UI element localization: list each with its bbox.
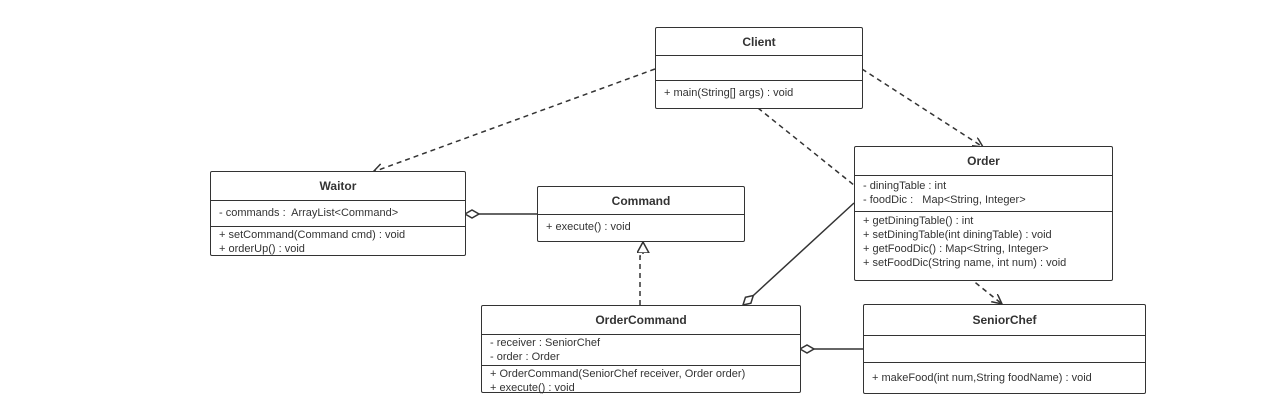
- operation-execute: + execute() : void: [490, 382, 575, 394]
- operations-section: + makeFood(int num,String foodName) : vo…: [864, 362, 1145, 393]
- attributes-section: - commands : ArrayList<Command>: [211, 201, 465, 226]
- operation-set-food-dic: + setFoodDic(String name, int num) : voi…: [863, 257, 1067, 269]
- operation-make-food: + makeFood(int num,String foodName) : vo…: [872, 372, 1092, 384]
- attributes-section: [656, 56, 862, 80]
- operations-section: + OrderCommand(SeniorChef receiver, Orde…: [482, 365, 800, 396]
- operation-get-dining-table: + getDiningTable() : int: [863, 215, 974, 227]
- class-waitor[interactable]: Waitor - commands : ArrayList<Command> +…: [210, 171, 466, 256]
- class-name: Waitor: [211, 172, 465, 201]
- operation-main: + main(String[] args) : void: [664, 87, 794, 99]
- class-command[interactable]: Command + execute() : void: [537, 186, 745, 242]
- class-name: OrderCommand: [482, 306, 800, 335]
- operation-set-command: + setCommand(Command cmd) : void: [219, 229, 406, 241]
- realization-ordercommand-command: [640, 242, 643, 305]
- class-name: Client: [656, 28, 862, 56]
- attribute-receiver: - receiver : SeniorChef: [490, 337, 601, 349]
- attribute-food-dic: - foodDic : Map<String, Integer>: [863, 194, 1026, 206]
- dependency-client-order: [861, 68, 983, 147]
- class-ordercommand[interactable]: OrderCommand - receiver : SeniorChef - o…: [481, 305, 801, 396]
- class-seniorchef[interactable]: SeniorChef + makeFood(int num,String foo…: [863, 304, 1146, 394]
- attributes-section: [864, 336, 1145, 362]
- attribute-dining-table: - diningTable : int: [863, 180, 947, 192]
- dependency-client-waitor: [373, 68, 656, 172]
- operations-section: + setCommand(Command cmd) : void + order…: [211, 226, 465, 257]
- attribute-order: - order : Order: [490, 351, 560, 363]
- class-name: Command: [538, 187, 744, 215]
- class-order[interactable]: Order - diningTable : int - foodDic : Ma…: [854, 146, 1113, 281]
- operation-constructor: + OrderCommand(SeniorChef receiver, Orde…: [490, 368, 746, 380]
- attribute-commands: - commands : ArrayList<Command>: [219, 207, 399, 219]
- operation-set-dining-table: + setDiningTable(int diningTable) : void: [863, 229, 1052, 241]
- operation-execute: + execute() : void: [546, 221, 631, 233]
- class-name: Order: [855, 147, 1112, 176]
- attributes-section: - receiver : SeniorChef - order : Order: [482, 335, 800, 365]
- operations-section: + getDiningTable() : int + setDiningTabl…: [855, 211, 1112, 272]
- class-client[interactable]: Client + main(String[] args) : void: [655, 27, 863, 109]
- class-name: SeniorChef: [864, 305, 1145, 336]
- operation-get-food-dic: + getFoodDic() : Map<String, Integer>: [863, 243, 1049, 255]
- aggregation-ordercommand-order: [743, 202, 855, 305]
- attributes-section: - diningTable : int - foodDic : Map<Stri…: [855, 176, 1112, 211]
- operations-section: + main(String[] args) : void: [656, 80, 862, 102]
- operations-section: + execute() : void: [538, 215, 744, 239]
- operation-order-up: + orderUp() : void: [219, 243, 305, 255]
